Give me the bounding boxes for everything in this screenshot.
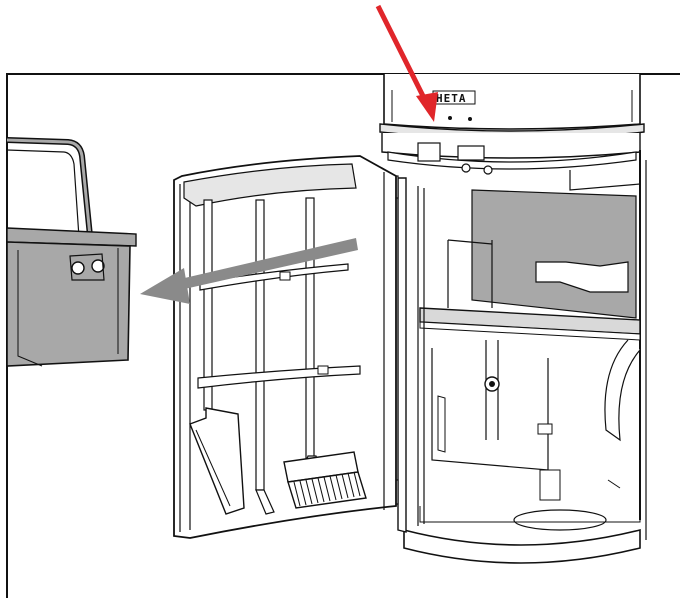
brand-label: HETA xyxy=(436,92,467,105)
stove-body xyxy=(403,150,647,564)
red-arrow-icon xyxy=(375,4,438,122)
gray-arrow-icon xyxy=(140,238,358,304)
fire-poker xyxy=(255,489,275,515)
ash-shovel xyxy=(189,407,245,515)
brand-logo: HETA xyxy=(432,90,476,105)
ash-pan xyxy=(6,137,137,367)
stove-top xyxy=(379,74,645,191)
tool-rack xyxy=(197,197,361,491)
hearth-brush xyxy=(283,451,367,509)
